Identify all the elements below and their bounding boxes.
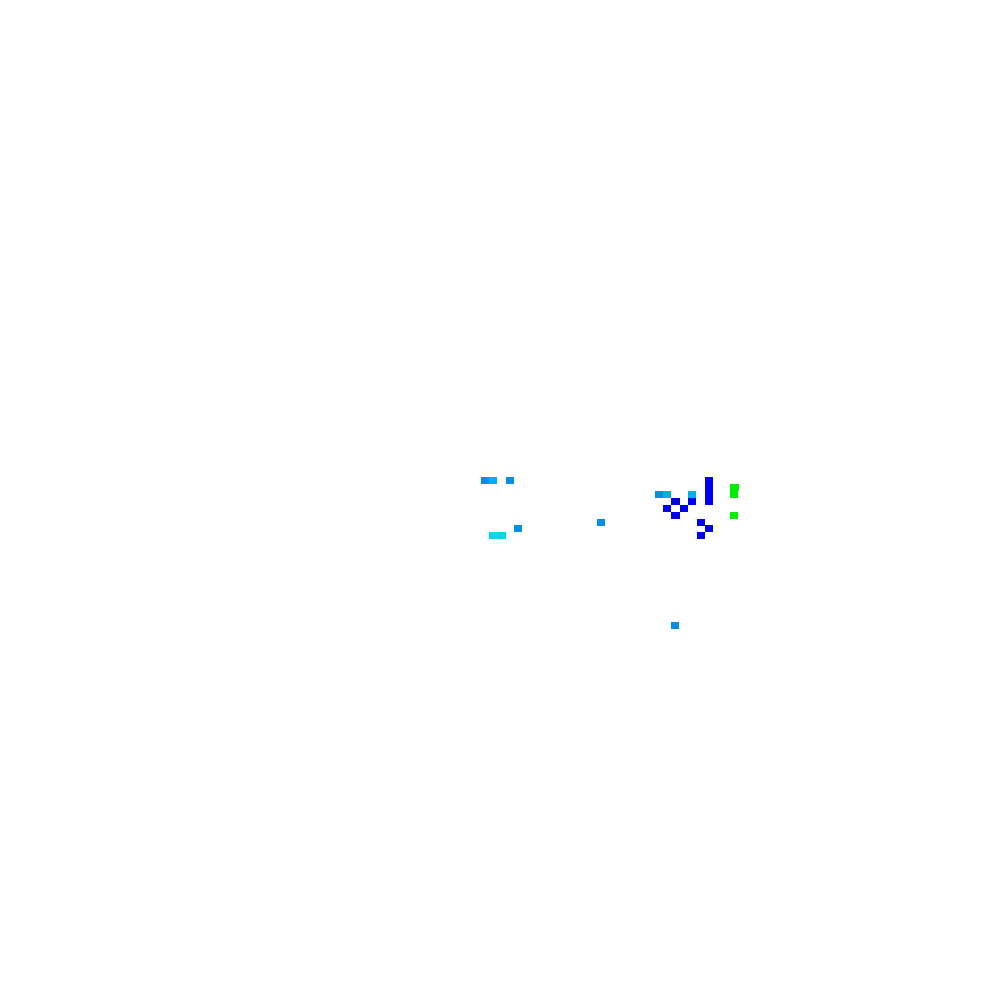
pixel-cell [481, 477, 490, 484]
pixel-cell [663, 505, 671, 512]
pixel-cell [671, 498, 680, 505]
pixel-cell [655, 491, 664, 498]
pixel-cell [489, 477, 497, 484]
pixel-cell [680, 505, 688, 512]
pixel-cell [697, 519, 705, 526]
pixel-cell [671, 512, 680, 519]
pixel-cell [597, 519, 605, 526]
pixel-cell [730, 512, 738, 519]
pixel-cell [697, 532, 705, 539]
pixel-cell [663, 491, 671, 498]
pixel-cell [730, 491, 738, 498]
pixel-cell [514, 525, 522, 532]
pixel-cell [730, 484, 739, 491]
pixel-cell [671, 622, 679, 629]
pixel-cell [705, 525, 713, 532]
pixel-cell [705, 477, 713, 505]
pixel-cell [506, 477, 514, 484]
pixel-cell [688, 491, 696, 498]
pixel-cell [688, 498, 696, 505]
pixel-cell [489, 532, 506, 539]
